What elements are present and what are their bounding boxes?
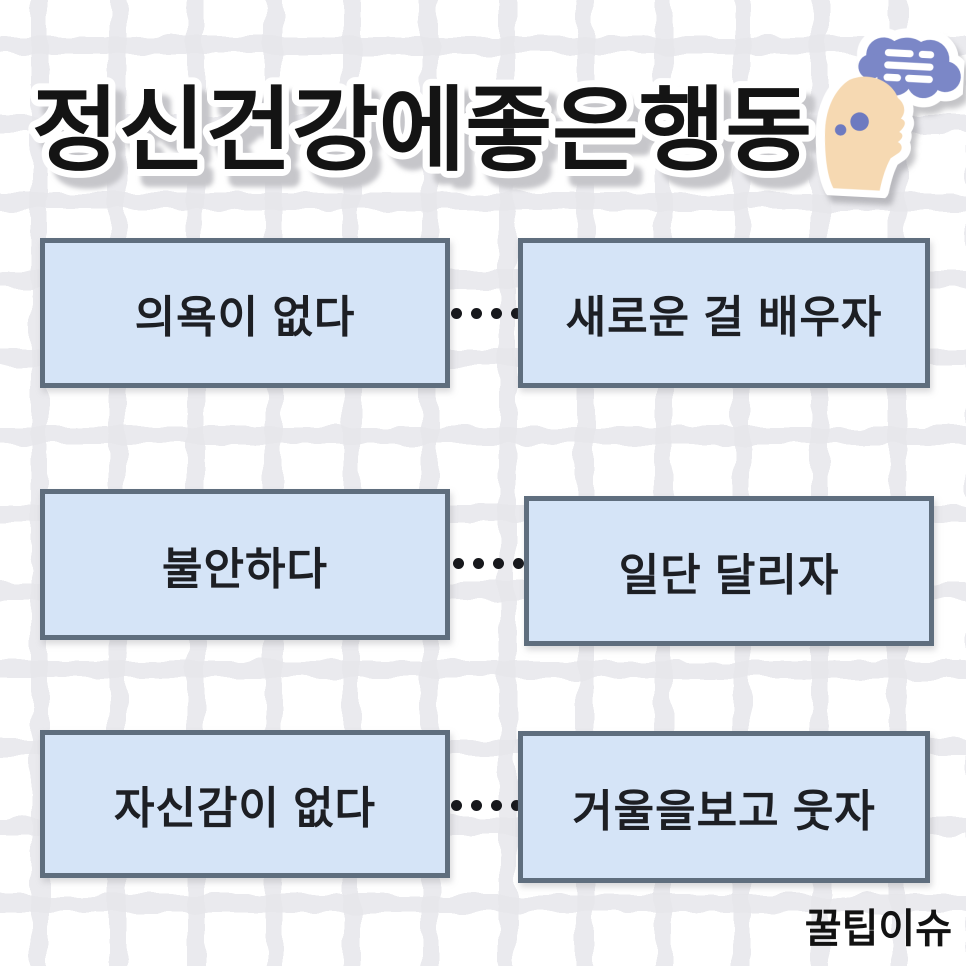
problem-box-3: 자신감이 없다 bbox=[40, 730, 450, 878]
page-title-shadow: 정신건강에좋은행동 bbox=[42, 92, 822, 194]
dotted-connector-1 bbox=[451, 308, 522, 319]
solution-box-2: 일단 달리자 bbox=[524, 496, 934, 646]
connector-dot bbox=[471, 308, 482, 319]
head-profile bbox=[824, 76, 905, 191]
problem-box-1: 의욕이 없다 bbox=[40, 238, 450, 388]
page-title-block: 정신건강에좋은행동 정신건강에좋은행동 bbox=[25, 73, 828, 200]
connector-dot bbox=[491, 800, 502, 811]
connector-dot bbox=[451, 308, 462, 319]
solution-box-3: 거울을보고 웃자 bbox=[518, 731, 930, 883]
problem-box-2: 불안하다 bbox=[40, 489, 450, 640]
head-dots bbox=[834, 112, 869, 136]
connector-dot bbox=[511, 308, 522, 319]
connector-dot bbox=[491, 308, 502, 319]
problem-label-3: 자신감이 없다 bbox=[113, 784, 377, 833]
solution-label-3: 거울을보고 웃자 bbox=[572, 787, 876, 836]
connector-dot bbox=[451, 800, 462, 811]
connector-dot bbox=[453, 558, 464, 569]
cloud-text-lines bbox=[883, 49, 935, 84]
dotted-connector-2 bbox=[453, 558, 524, 569]
dotted-connector-3 bbox=[451, 800, 522, 811]
page-title: 정신건강에좋은행동 bbox=[32, 80, 812, 182]
connector-dot bbox=[511, 800, 522, 811]
connector-dot bbox=[471, 800, 482, 811]
problem-label-2: 불안하다 bbox=[162, 544, 328, 594]
connector-dot bbox=[473, 558, 484, 569]
connector-dot bbox=[493, 558, 504, 569]
brand-watermark: 꿀팁이슈 bbox=[804, 907, 952, 951]
connector-dot bbox=[513, 558, 524, 569]
problem-label-1: 의욕이 없다 bbox=[134, 293, 356, 342]
solution-label-1: 새로운 걸 배우자 bbox=[565, 293, 883, 342]
head-profile-with-thought-cloud-icon bbox=[815, 28, 966, 200]
solution-box-1: 새로운 걸 배우자 bbox=[518, 238, 930, 388]
solution-label-2: 일단 달리자 bbox=[618, 551, 840, 600]
